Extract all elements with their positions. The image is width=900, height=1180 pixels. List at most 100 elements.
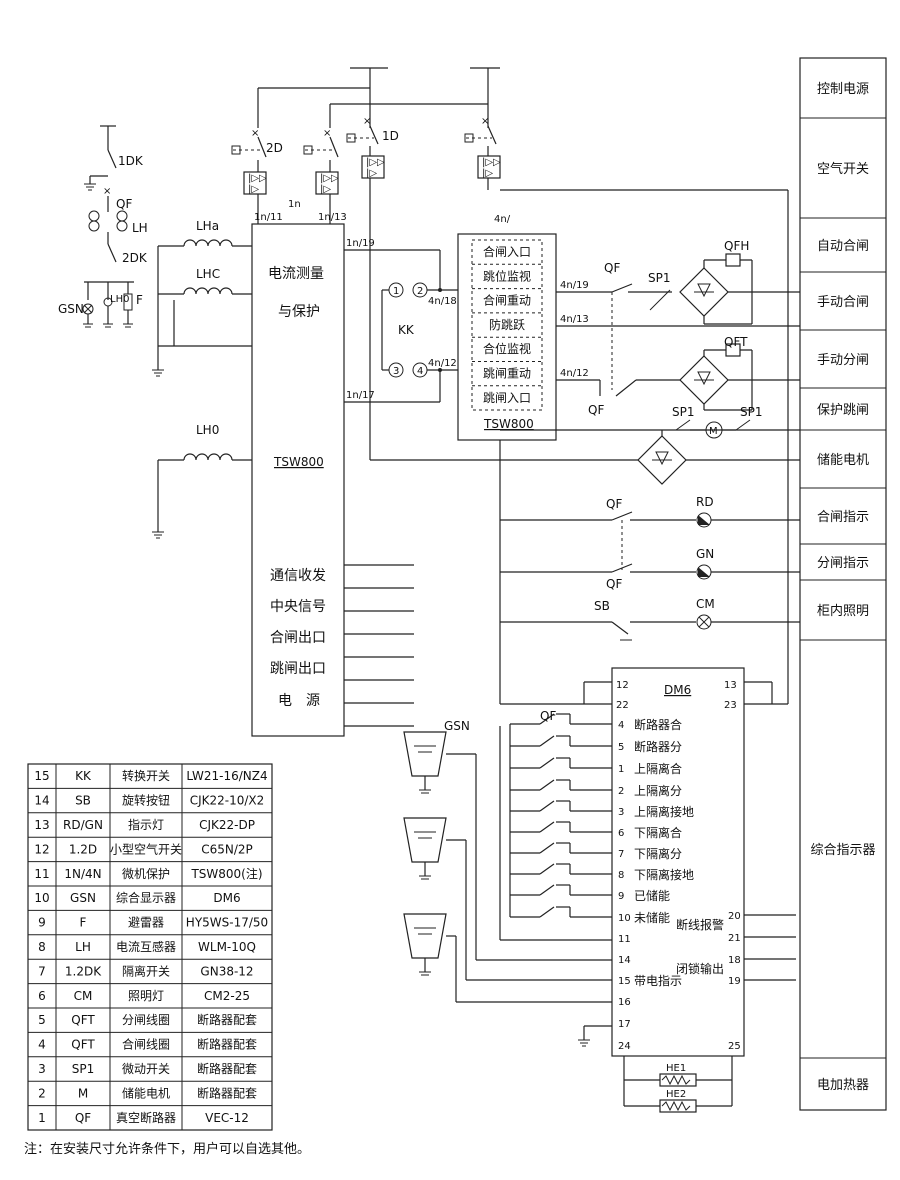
label-1n-13: 1n/13 <box>318 212 347 223</box>
switch-1d: × |▷▷ |▷ 1D <box>346 116 399 179</box>
label-sp1-a: SP1 <box>648 271 671 285</box>
dm6-row-label: 下隔离接地 <box>634 867 694 882</box>
tsw-item: 跳位监视 <box>483 268 531 283</box>
parts-cell: LW21-16/NZ4 <box>186 769 267 783</box>
side-cell-label: 分闸指示 <box>817 556 869 571</box>
svg-text:|▷: |▷ <box>320 184 331 195</box>
label-lhc: LHC <box>196 267 220 281</box>
output-trip: 跳闸出口 <box>270 661 326 677</box>
dm6-terminal: 14 <box>618 955 631 966</box>
side-cell-label: 电加热器 <box>817 1078 869 1093</box>
parts-cell: C65N/2P <box>201 842 253 856</box>
parts-cell: 1N/4N <box>64 867 101 881</box>
dm6-terminal: 6 <box>618 828 624 839</box>
parts-cell: 14 <box>34 794 49 808</box>
dm6-t13: 13 <box>724 680 737 691</box>
side-cell-label: 手动合闸 <box>817 295 869 310</box>
parts-cell: 3 <box>38 1062 46 1076</box>
tsw-model: TSW800 <box>483 417 534 431</box>
dm6-row-label: 下隔离合 <box>634 825 682 840</box>
side-cell-label: 综合指示器 <box>810 843 875 858</box>
label-qf-dm: QF <box>540 709 556 723</box>
label-2d: 2D <box>266 141 283 155</box>
label-sb: SB <box>594 599 610 613</box>
parts-cell: 分闸线圈 <box>122 1013 170 1027</box>
dm6-terminal: 2 <box>618 786 624 797</box>
svg-text:|▷▷: |▷▷ <box>482 157 501 168</box>
parts-cell: 断路器配套 <box>197 1012 257 1027</box>
dm6-terminal: 3 <box>618 807 624 818</box>
side-cell-label: 手动分闸 <box>817 353 869 368</box>
dm6-right-terminal: 19 <box>728 976 741 987</box>
label-rd: RD <box>696 495 714 509</box>
parts-cell: 隔离开关 <box>122 963 170 978</box>
label-lha: LHa <box>196 219 219 233</box>
output-central: 中央信号 <box>270 599 326 615</box>
dm6-terminal: 11 <box>618 934 631 945</box>
dm6-t23: 23 <box>724 700 737 711</box>
dm6-terminal: 1 <box>618 764 624 775</box>
svg-text:|▷▷: |▷▷ <box>248 173 267 184</box>
kk-contact-4: 4 <box>417 366 423 377</box>
parts-cell: 旋转按钮 <box>122 793 170 808</box>
dm6-row-label: 上隔离合 <box>634 761 682 776</box>
parts-cell: CJK22-DP <box>199 818 255 832</box>
parts-cell: 断路器配套 <box>197 1037 257 1052</box>
label-lh: LH <box>132 221 148 235</box>
label-cm: CM <box>696 597 715 611</box>
label-2dk: 2DK <box>122 251 148 265</box>
dm6-t12: 12 <box>616 680 629 691</box>
side-column: 控制电源空气开关自动合闸手动合闸手动分闸保护跳闸储能电机合闸指示分闸指示柜内照明… <box>799 57 887 1111</box>
dm6-title: DM6 <box>664 683 691 697</box>
parts-cell: 断路器配套 <box>197 1085 257 1100</box>
parts-cell: 10 <box>34 891 49 905</box>
ct-coils: LHa LHC LH0 <box>152 219 252 539</box>
label-4n-18: 4n/18 <box>428 296 457 307</box>
label-4n-19: 4n/19 <box>560 280 589 291</box>
label-gsn-left: GSN <box>58 302 84 316</box>
parts-cell: LH <box>75 940 91 954</box>
parts-cell: 1.2DK <box>65 964 102 978</box>
dm6-right-terminal: 18 <box>728 955 741 966</box>
svg-text:|▷: |▷ <box>366 168 377 179</box>
tsw-item: 合位监视 <box>483 341 531 356</box>
dm6-terminal: 5 <box>618 742 624 753</box>
svg-text:×: × <box>323 128 331 139</box>
motor-m: M <box>709 426 718 437</box>
parts-cell: CM <box>74 989 93 1003</box>
tsw-item: 防跳跃 <box>489 317 525 332</box>
dm6-row-label: 上隔离接地 <box>634 804 694 819</box>
label-qf-top: QF <box>116 197 132 211</box>
kk-contact-1: 1 <box>393 286 399 297</box>
parts-cell: 照明灯 <box>128 989 164 1003</box>
parts-cell: WLM-10Q <box>198 940 256 954</box>
parts-cell: 指示灯 <box>128 817 164 832</box>
dm6-row-label: 断路器分 <box>634 739 682 754</box>
close-circuit: 4n/19 QF SP1 QFH <box>556 239 800 390</box>
label-qfh: QFH <box>724 239 749 253</box>
dm6-row-label: 未储能 <box>634 910 670 925</box>
parts-cell: VEC-12 <box>205 1111 249 1125</box>
parts-cell: QFT <box>71 1013 95 1027</box>
svg-text:|▷▷: |▷▷ <box>320 173 339 184</box>
side-cell-label: 空气开关 <box>817 161 869 177</box>
parts-cell: 8 <box>38 940 46 954</box>
kk-contact-3: 3 <box>393 366 399 377</box>
output-comm: 通信收发 <box>270 568 326 584</box>
label-sp1-b: SP1 <box>672 405 695 419</box>
footnote: 注：在安装尺寸允许条件下，用户可以自选其他。 <box>24 1142 311 1157</box>
parts-cell: DM6 <box>213 891 240 905</box>
label-sp1-c: SP1 <box>740 405 763 419</box>
parts-cell: M <box>78 1086 88 1100</box>
dm6-terminal: 8 <box>618 870 624 881</box>
parts-cell: 综合显示器 <box>116 890 176 905</box>
switch-2d: × |▷▷ |▷ 2D <box>231 128 283 195</box>
label-4n-12: 4n/12 <box>560 368 589 379</box>
dm6-terminal: 4 <box>618 720 624 731</box>
parts-cell: SP1 <box>72 1062 95 1076</box>
label-lh0-small: LH0 <box>110 294 129 305</box>
label-qf-a: QF <box>604 261 620 275</box>
side-cell-label: 自动合闸 <box>817 239 869 254</box>
